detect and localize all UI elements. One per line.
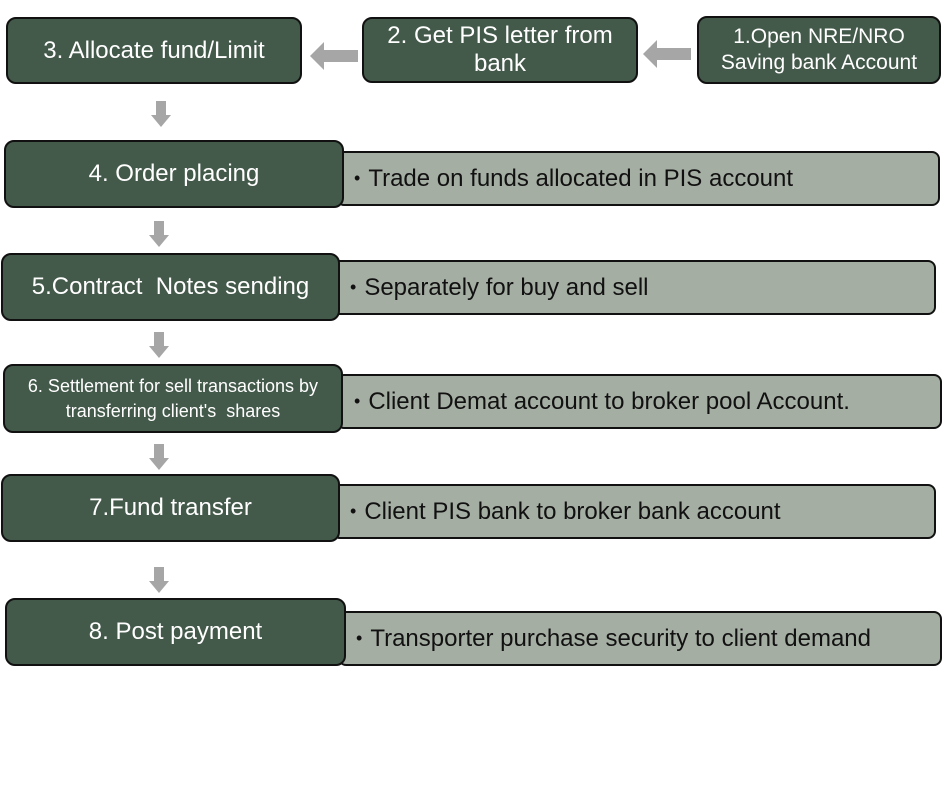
step-7-detail-text: Client PIS bank to broker bank account: [364, 497, 781, 525]
step-5-label: 5.Contract Notes sending: [31, 273, 310, 300]
step-5-detail: • Separately for buy and sell: [332, 260, 936, 315]
step-7-label: 7.Fund transfer: [89, 494, 252, 521]
step-4-order-placing: 4. Order placing: [4, 140, 344, 208]
step-8-detail: • Transporter purchase security to clien…: [338, 611, 942, 666]
arrow-down-icon: [151, 101, 171, 127]
step-6-detail-text: Client Demat account to broker pool Acco…: [368, 387, 850, 415]
bullet-icon: •: [350, 277, 357, 297]
arrow-down-icon: [149, 444, 169, 470]
step-3-allocate-fund: 3. Allocate fund/Limit: [6, 17, 302, 84]
step-7-detail: • Client PIS bank to broker bank account: [332, 484, 936, 539]
step-6-label: 6. Settlement for sell transactions by t…: [27, 375, 324, 421]
arrow-down-icon: [149, 221, 169, 247]
step-5-contract-notes: 5.Contract Notes sending: [1, 253, 340, 321]
arrow-left-icon: [643, 40, 691, 68]
step-4-label: 4. Order placing: [88, 160, 260, 187]
bullet-icon: •: [354, 168, 361, 188]
step-2-get-pis-letter: 2. Get PIS letter from bank: [362, 17, 638, 83]
arrow-left-icon: [310, 42, 358, 70]
step-6-detail: • Client Demat account to broker pool Ac…: [336, 374, 942, 429]
step-5-detail-text: Separately for buy and sell: [364, 273, 649, 301]
step-8-post-payment: 8. Post payment: [5, 598, 346, 666]
arrow-down-icon: [149, 332, 169, 358]
step-8-label: 8. Post payment: [88, 618, 263, 645]
step-4-detail: • Trade on funds allocated in PIS accoun…: [336, 151, 940, 206]
arrow-down-icon: [149, 567, 169, 593]
bullet-icon: •: [350, 501, 357, 521]
step-1-label: 1.Open NRE/NRO Saving bank Account: [720, 25, 918, 74]
step-3-label: 3. Allocate fund/Limit: [43, 36, 265, 64]
step-4-detail-text: Trade on funds allocated in PIS account: [368, 164, 794, 192]
step-8-detail-text: Transporter purchase security to client …: [370, 624, 871, 652]
step-7-fund-transfer: 7.Fund transfer: [1, 474, 340, 542]
step-6-settlement: 6. Settlement for sell transactions by t…: [3, 364, 343, 433]
step-1-open-account: 1.Open NRE/NRO Saving bank Account: [697, 16, 941, 84]
step-2-label: 2. Get PIS letter from bank: [387, 22, 613, 77]
bullet-icon: •: [354, 391, 361, 411]
bullet-icon: •: [356, 628, 363, 648]
